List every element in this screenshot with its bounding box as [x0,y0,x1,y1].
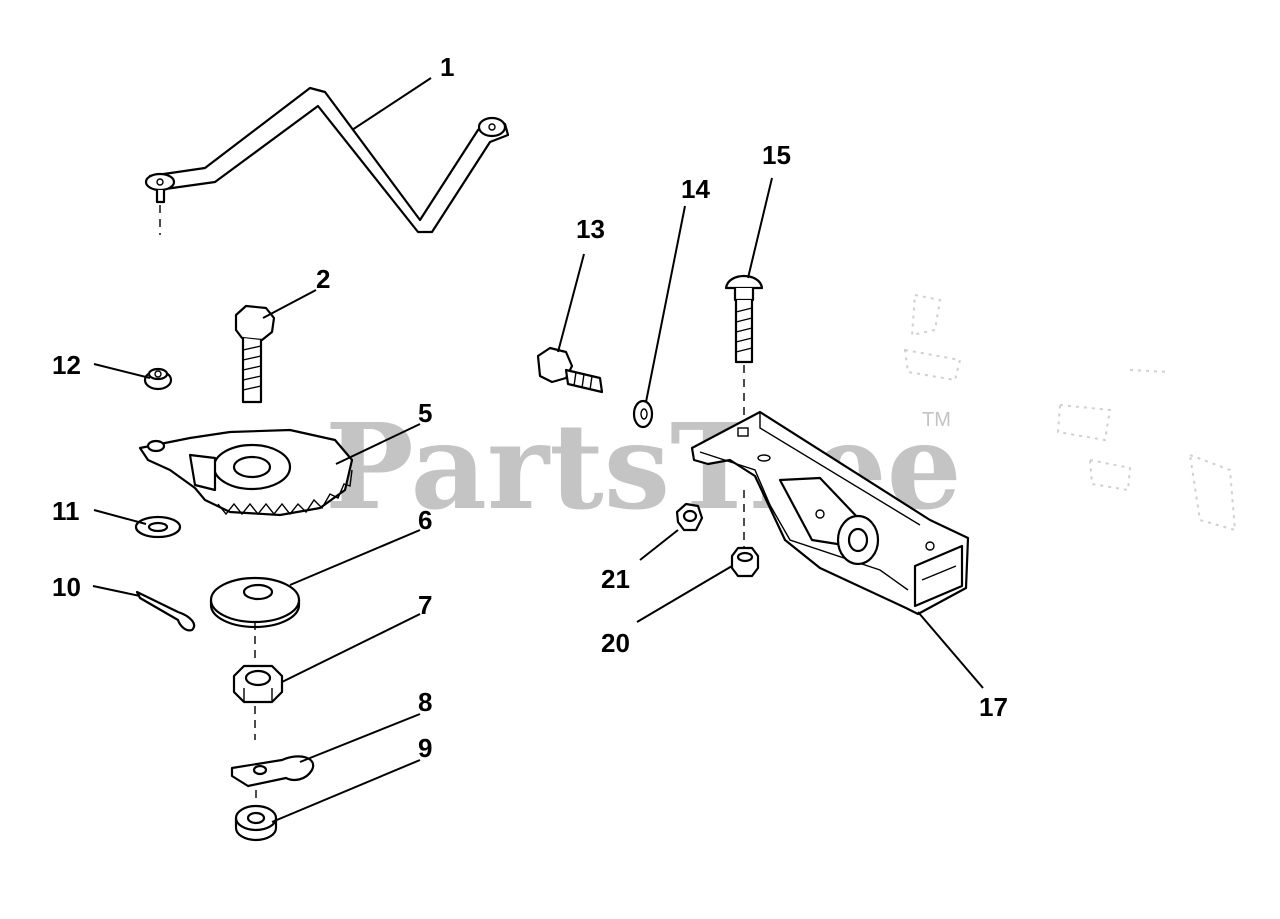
callout-9: 9 [418,733,432,763]
hex-nut-icon [675,502,704,532]
callout-8: 8 [418,687,432,717]
callout-11: 11 [52,496,80,526]
callout-2: 2 [316,264,330,294]
carriage-bolt-icon [724,275,764,364]
bent-clip-icon [230,755,315,788]
callout-20: 20 [601,628,630,658]
callout-6: 6 [418,505,432,535]
sector-gear-icon [138,428,354,517]
callout-17: 17 [979,692,1008,722]
hex-nut-icon [232,664,284,704]
steering-bracket-icon [690,410,970,616]
cotter-pin-icon [135,590,196,632]
lock-washer-icon [632,399,654,429]
callout-15: 15 [762,140,791,170]
flange-nut-icon [143,367,173,391]
callout-10: 10 [52,572,81,602]
steering-drag-link-icon [144,86,510,234]
faint-ghost-sketch [903,293,1237,532]
leader-lines [92,77,984,823]
callout-13: 13 [576,214,605,244]
callout-14: 14 [681,174,710,204]
hex-bolt-icon [234,304,276,404]
callout-5: 5 [418,398,432,428]
callout-12: 12 [52,350,81,380]
callout-7: 7 [418,590,432,620]
flat-washer-large-icon [209,576,301,629]
hex-flange-bolt-icon [536,346,604,394]
callout-1: 1 [440,52,454,82]
watermark-tm: TM [922,409,951,431]
hex-nut-icon [730,546,760,578]
spacer-bushing-icon [234,804,278,842]
small-washer-icon [134,515,182,539]
callout-21: 21 [601,564,630,594]
